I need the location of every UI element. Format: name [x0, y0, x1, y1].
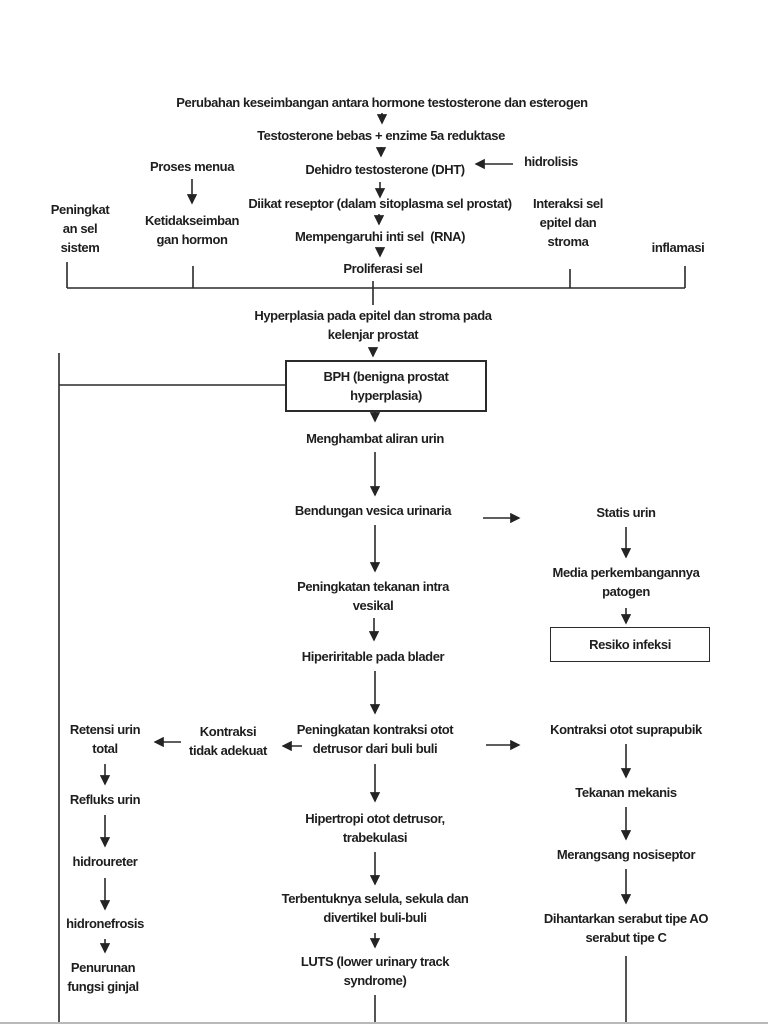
- node-kontraksi-suprapubik: Kontraksi otot suprapubik: [550, 722, 702, 737]
- resiko-infeksi-box: Resiko infeksi: [550, 627, 710, 662]
- node-statis-urin: Statis urin: [596, 505, 656, 520]
- node-hidroureter: hidroureter: [72, 854, 138, 869]
- node-hipertropi-detrusor: Hipertropi otot detrusor, trabekulasi: [305, 811, 445, 845]
- node-tekanan-mekanis: Tekanan mekanis: [575, 785, 677, 800]
- node-retensi-urin-total: Retensi urin total: [69, 722, 141, 756]
- node-proses-menua: Proses menua: [149, 159, 235, 174]
- page-bottom-edge: [0, 1022, 768, 1024]
- node-penurunan-fungsi-ginjal: Penurunan fungsi ginjal: [67, 960, 139, 994]
- node-hidronefrosis: hidronefrosis: [66, 916, 144, 931]
- node-bendungan-vesica: Bendungan vesica urinaria: [294, 503, 452, 518]
- node-peningkatan-kontraksi-detrusor: Peningkatan kontraksi otot detrusor dari…: [296, 722, 454, 756]
- left-feedback-line: [58, 353, 285, 1024]
- node-interaksi-sel: Interaksi sel epitel dan stroma: [533, 196, 603, 249]
- node-peningkatan-sel-sistem: Peningkat an sel sistem: [50, 202, 110, 255]
- node-luts: LUTS (lower urinary track syndrome): [300, 954, 450, 988]
- node-inflamasi: inflamasi: [651, 240, 705, 255]
- node-mempengaruhi-inti-sel: Mempengaruhi inti sel (RNA): [294, 229, 466, 244]
- bph-box: BPH (benigna prostat hyperplasia): [285, 360, 487, 412]
- node-hidrolisis: hidrolisis: [524, 154, 578, 169]
- node-testosterone-bebas: Testosterone bebas + enzime 5a reduktase: [257, 128, 505, 143]
- node-diikat-reseptor: Diikat reseptor (dalam sitoplasma sel pr…: [248, 196, 512, 211]
- node-hiperiritable-blader: Hiperiritable pada blader: [301, 649, 445, 664]
- node-hyperplasia: Hyperplasia pada epitel dan stroma pada …: [254, 308, 492, 342]
- node-dihantarkan-serabut: Dihantarkan serabut tipe AO serabut tipe…: [543, 911, 709, 945]
- node-kontraksi-tidak-adekuat: Kontraksi tidak adekuat: [189, 724, 267, 758]
- node-merangsang-nosiseptor: Merangsang nosiseptor: [556, 847, 696, 862]
- node-terbentuknya-selula: Terbentuknya selula, sekula dan divertik…: [281, 891, 469, 925]
- node-menghambat-aliran-urin: Menghambat aliran urin: [306, 431, 444, 446]
- node-title: Perubahan keseimbangan antara hormone te…: [176, 95, 588, 110]
- node-peningkatan-tekanan-intra: Peningkatan tekanan intra vesikal: [297, 579, 449, 613]
- bracket-connector: [66, 262, 686, 305]
- node-refluks-urin: Refluks urin: [69, 792, 141, 807]
- node-media-patogen: Media perkembangannya patogen: [552, 565, 700, 599]
- node-ketidakseimbangan-hormon: Ketidakseimban gan hormon: [144, 213, 240, 247]
- node-dht: Dehidro testosterone (DHT): [305, 162, 465, 177]
- node-proliferasi-sel: Proliferasi sel: [343, 261, 423, 276]
